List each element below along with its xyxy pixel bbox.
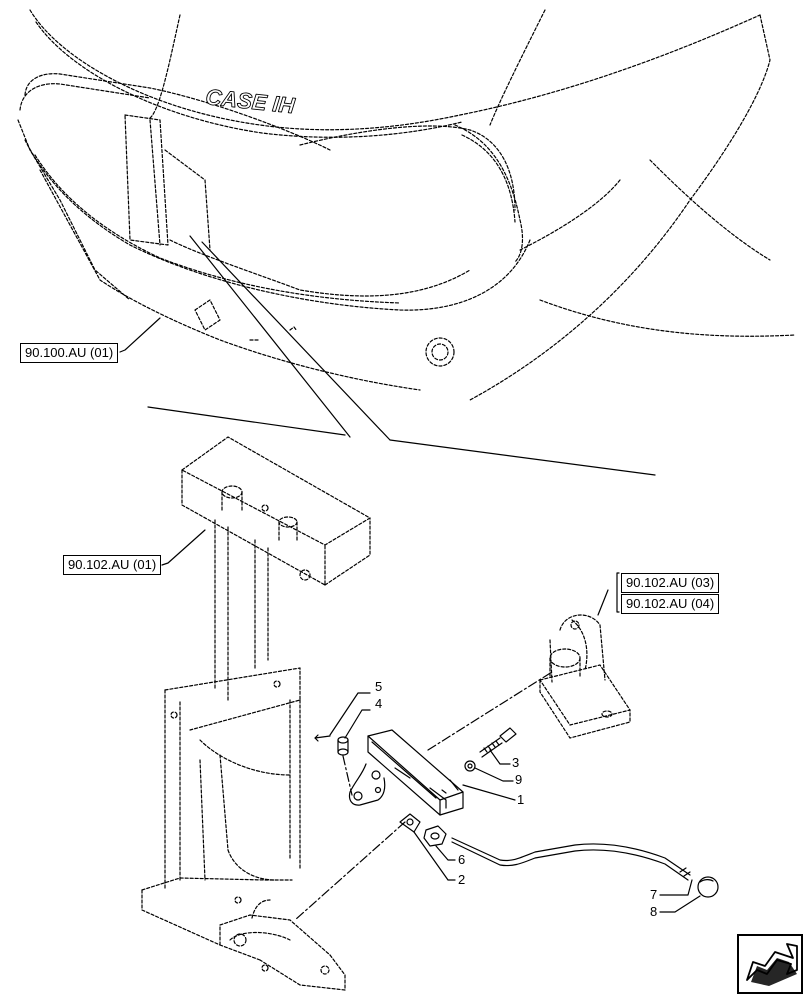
callout-8: 8: [650, 904, 658, 919]
callout-9: 9: [515, 772, 523, 787]
callout-2: 2: [458, 872, 466, 887]
next-page-button[interactable]: [737, 934, 803, 994]
front-support-assembly: [141, 436, 371, 991]
callout-4: 4: [375, 696, 383, 711]
callout-1: 1: [517, 792, 525, 807]
bolt-part-3: [479, 727, 517, 758]
callout-5: 5: [375, 679, 383, 694]
nut-part-6: [423, 825, 447, 847]
hood-assembly: [17, 9, 796, 401]
pin-part-4: [337, 736, 349, 756]
mounting-bracket: [539, 614, 631, 739]
bushing-part-2: [399, 813, 421, 833]
latch-plate-part-1: [348, 729, 464, 816]
brand-logo: CASE IH: [204, 84, 296, 118]
next-page-arrow-icon: [746, 943, 798, 986]
callout-3: 3: [512, 755, 520, 770]
ref-bracket-03[interactable]: 90.102.AU (03): [621, 573, 720, 593]
ref-support[interactable]: 90.102.AU (01): [63, 555, 162, 575]
clip-part-5: [314, 735, 331, 739]
washer-part-9: [464, 760, 476, 772]
knob-part-8: [697, 876, 719, 898]
callout-7: 7: [650, 887, 658, 902]
ref-hood[interactable]: 90.100.AU (01): [20, 343, 119, 363]
callout-6: 6: [458, 852, 466, 867]
lever-rod-part-7: [451, 837, 691, 881]
ref-bracket-04[interactable]: 90.102.AU (04): [621, 594, 720, 614]
